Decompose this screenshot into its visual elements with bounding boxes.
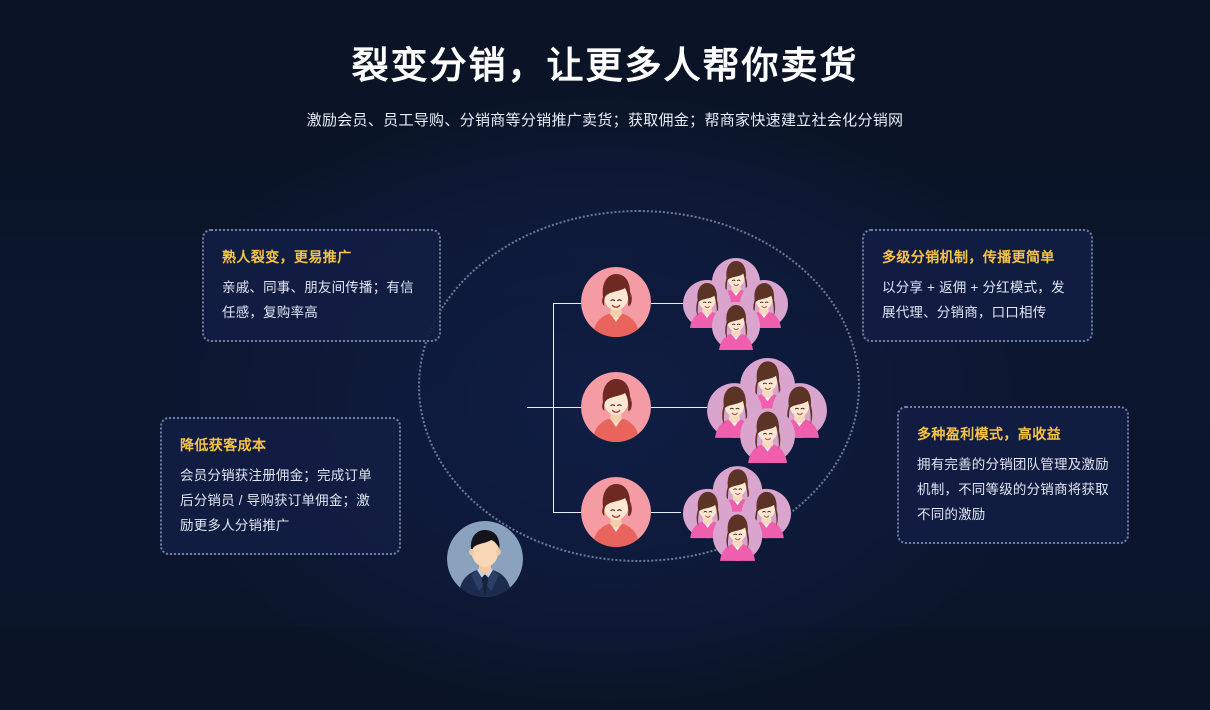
connector-root-stub <box>527 407 553 408</box>
callout-title: 熟人裂变，更易推广 <box>222 249 352 265</box>
page-title: 裂变分销，让更多人帮你卖货 <box>351 45 859 86</box>
connector-branch-top <box>553 303 583 304</box>
cluster-middle <box>707 358 827 463</box>
callout-body: 会员分销获注册佣金；完成订单后分销员 / 导购获订单佣金；激励更多人分销推广 <box>180 468 372 533</box>
callout-card-multi-level-mechanism[interactable]: 多级分销机制，传播更简单 以分享 + 返佣 + 分红模式，发展代理、分销商，口口… <box>862 229 1093 342</box>
branch-top-avatar[interactable] <box>581 267 651 337</box>
connector-branch-middle <box>553 407 583 408</box>
cluster-top <box>683 258 788 350</box>
callout-title: 多级分销机制，传播更简单 <box>882 249 1055 265</box>
page-header: 裂变分销，让更多人帮你卖货 激励会员、员工导购、分销商等分销推广卖货；获取佣金；… <box>0 0 1210 131</box>
connector-middle-cluster <box>651 407 707 408</box>
page-subtitle: 激励会员、员工导购、分销商等分销推广卖货；获取佣金；帮商家快速建立社会化分销网 <box>306 112 904 130</box>
cluster-bottom <box>683 466 791 561</box>
connector-top-cluster <box>651 303 683 304</box>
callout-title: 多种盈利模式，高收益 <box>917 426 1061 442</box>
distribution-diagram <box>0 150 1210 627</box>
callout-card-multi-profit-modes[interactable]: 多种盈利模式，高收益 拥有完善的分销团队管理及激励机制，不同等级的分销商将获取不… <box>897 406 1129 544</box>
branch-middle-avatar[interactable] <box>581 372 651 442</box>
callout-body: 亲戚、同事、朋友间传播；有信任感，复购率高 <box>222 280 414 320</box>
callout-body: 以分享 + 返佣 + 分红模式，发展代理、分销商，口口相传 <box>882 280 1065 320</box>
branch-bottom-avatar[interactable] <box>581 477 651 547</box>
connector-branch-bottom <box>553 512 583 513</box>
callout-title: 降低获客成本 <box>180 437 267 453</box>
callout-card-familiar-fission[interactable]: 熟人裂变，更易推广 亲戚、同事、朋友间传播；有信任感，复购率高 <box>202 229 441 342</box>
root-distributor-avatar[interactable] <box>447 521 523 597</box>
orbit-dotted-ellipse <box>418 210 860 562</box>
callout-body: 拥有完善的分销团队管理及激励机制，不同等级的分销商将获取不同的激励 <box>917 457 1109 522</box>
connector-bottom-cluster <box>651 512 681 513</box>
callout-card-lower-acquisition-cost[interactable]: 降低获客成本 会员分销获注册佣金；完成订单后分销员 / 导购获订单佣金；激励更多… <box>160 417 401 555</box>
